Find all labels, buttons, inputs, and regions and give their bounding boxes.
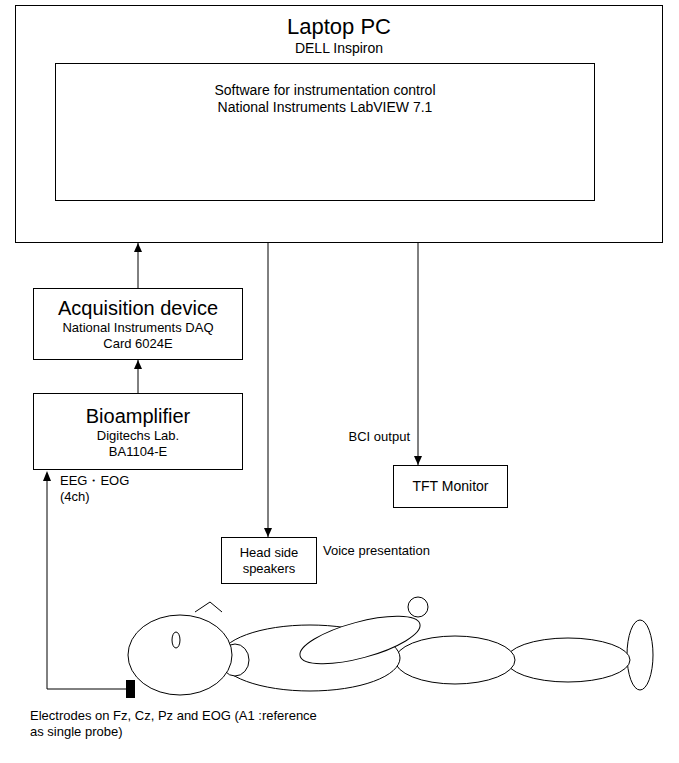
edge-label: BCI output [347, 429, 412, 445]
signal-arrow [138, 243, 139, 288]
box-title: Bioamplifier [86, 404, 190, 428]
monitor-box: TFT Monitor [393, 465, 508, 508]
box-title: TFT Monitor [413, 478, 489, 495]
signal-label: EEG・EOG (4ch) [60, 473, 150, 504]
amplifier-box: BioamplifierDigitechs Lab. BA1104-E [33, 393, 243, 470]
box-title: Head side speakers [229, 545, 309, 576]
electrode-note: Electrodes on Fz, Cz, Pz and EOG (A1 :re… [30, 708, 330, 739]
edge-label: Voice presentation [321, 543, 432, 559]
signal-arrow [268, 243, 269, 537]
signal-arrow [138, 360, 139, 393]
software-box: Software for instrumentation control Nat… [55, 63, 595, 201]
speaker-box: Head side speakers [221, 537, 317, 584]
box-subtitle: Digitechs Lab. BA1104-E [78, 428, 198, 459]
box-title: Acquisition device [58, 296, 218, 320]
laptop-box: Laptop PCDELL InspironSoftware for instr… [15, 5, 663, 243]
box-title: Laptop PC [287, 14, 391, 40]
signal-arrow [418, 243, 419, 465]
daq-box: Acquisition deviceNational Instruments D… [33, 288, 243, 360]
box-subtitle: National Instruments DAQ Card 6024E [58, 320, 218, 351]
box-subtitle: DELL Inspiron [295, 40, 383, 57]
software-text: Software for instrumentation control Nat… [190, 82, 460, 116]
